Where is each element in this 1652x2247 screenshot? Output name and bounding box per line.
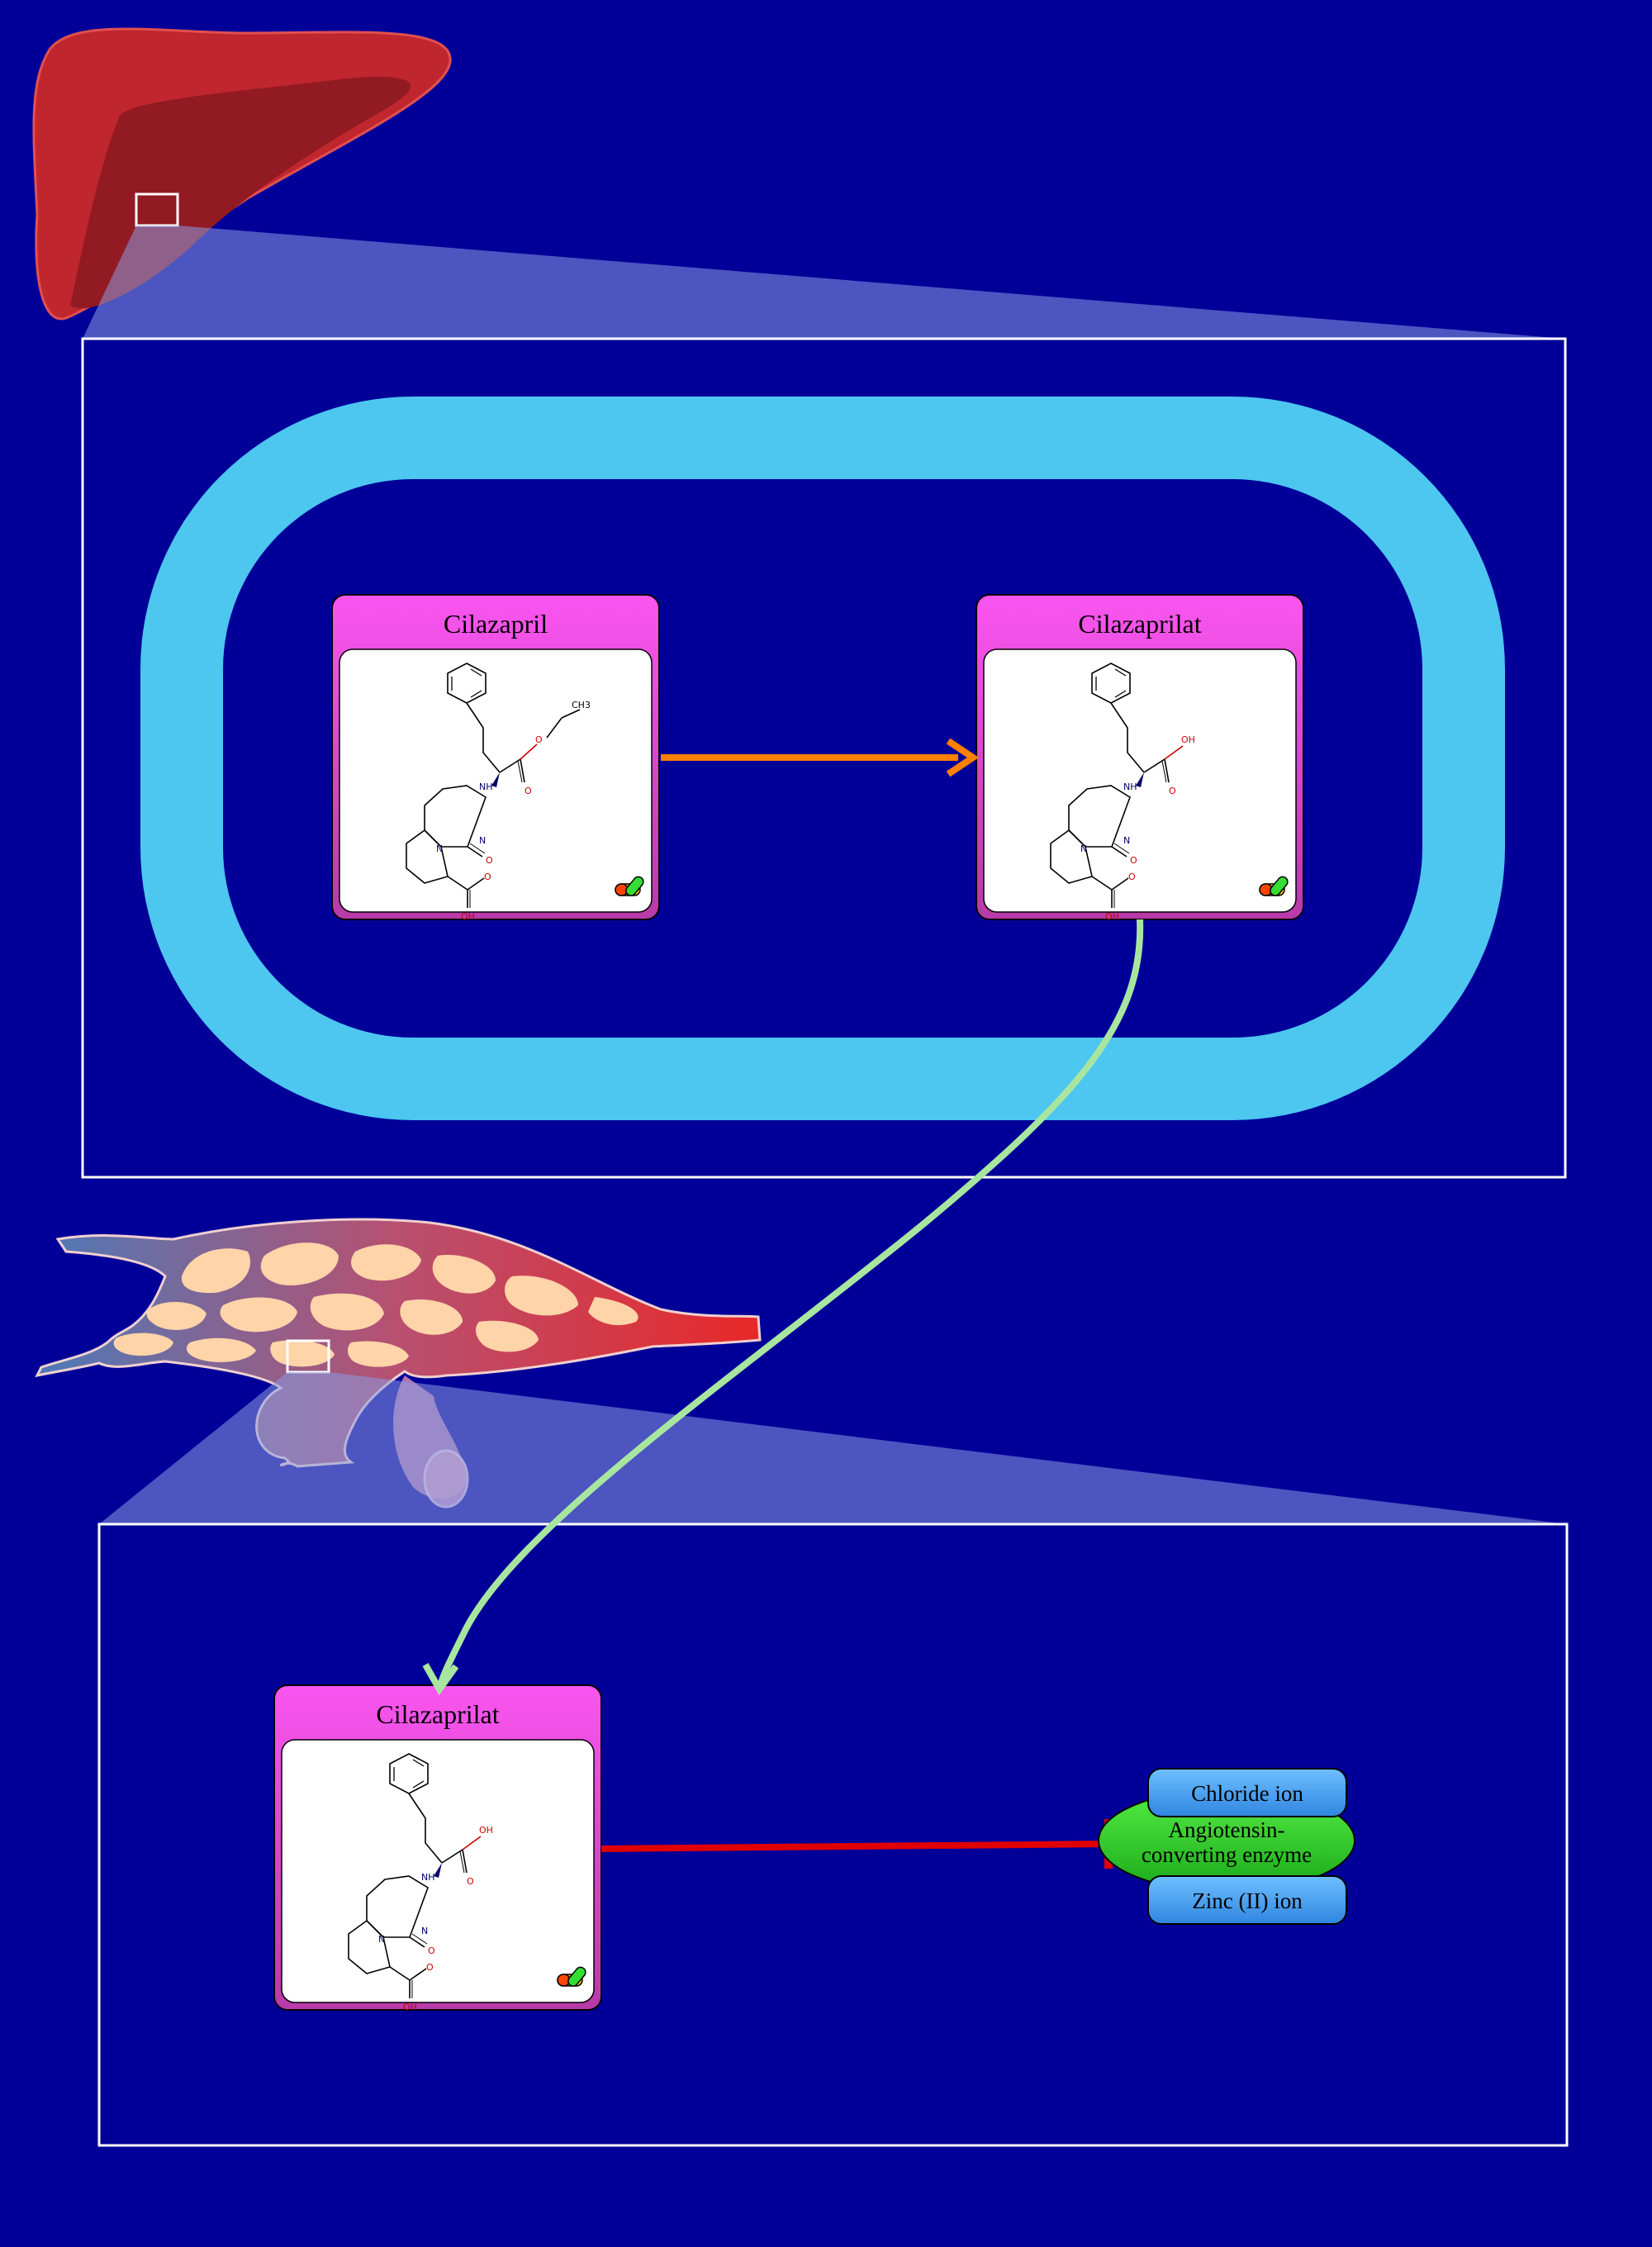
atom-label: O — [1128, 872, 1136, 882]
protein-name-line1: Angiotensin- — [1169, 1817, 1285, 1842]
atom-label: CH3 — [572, 700, 591, 710]
chloride-ion-label: Chloride ion — [1191, 1781, 1303, 1806]
compound-title: Cilazapril — [444, 609, 548, 639]
conversion-arrow — [661, 738, 980, 777]
atom-label: OH — [403, 2002, 417, 2012]
atom-label: N — [378, 1934, 385, 1945]
capillary-zoom-projection — [99, 1372, 1567, 1524]
molecule-structure: OH O NH N N O O OH — [348, 1753, 493, 2012]
atom-label: OH — [461, 911, 475, 922]
compound-card-cilazaprilat-liver[interactable]: Cilazaprilat OH O NH N N O O OH — [976, 594, 1304, 922]
chloride-ion-node[interactable] — [1147, 1768, 1347, 1817]
atom-label: O — [1169, 786, 1176, 796]
atom-label: O — [1130, 855, 1137, 866]
atom-label: O — [426, 1962, 434, 1973]
protein-name-line2: converting enzyme — [1142, 1842, 1312, 1867]
atom-label: OH — [479, 1825, 493, 1836]
atom-label: N — [421, 1926, 428, 1936]
atom-label: NH — [1123, 781, 1137, 792]
atom-label: N — [1123, 835, 1130, 846]
atom-label: N — [436, 843, 443, 854]
zinc-ion-node[interactable] — [1147, 1875, 1347, 1925]
atom-label: NH — [479, 781, 493, 792]
atom-label: O — [525, 786, 532, 796]
compound-title: Cilazaprilat — [376, 1699, 499, 1729]
compound-card-cilazapril[interactable]: Cilazapril O CH3 O NH N N O O OH — [331, 594, 660, 922]
atom-label: O — [535, 734, 543, 745]
atom-label: O — [486, 855, 493, 866]
atom-label: OH — [1181, 734, 1195, 745]
compound-title: Cilazaprilat — [1078, 609, 1201, 639]
atom-label: N — [479, 835, 486, 846]
atom-label: O — [428, 1945, 435, 1956]
compound-card-cilazaprilat-blood[interactable]: Cilazaprilat OH O NH N N O O OH — [273, 1684, 602, 2012]
zinc-ion-label: Zinc (II) ion — [1192, 1888, 1303, 1913]
atom-label: O — [484, 872, 491, 882]
atom-label: OH — [1105, 911, 1119, 922]
liver-zoom-projection — [83, 226, 1565, 339]
transport-arrow — [422, 919, 1144, 1696]
molecule-structure: O CH3 O NH N N O O OH — [406, 663, 591, 922]
atom-label: NH — [421, 1872, 435, 1883]
atom-label: O — [467, 1876, 474, 1887]
molecule-structure: OH O NH N N O O OH — [1050, 663, 1195, 922]
atom-label: N — [1080, 843, 1087, 854]
ace-enzyme-complex[interactable]: Angiotensin- converting enzyme Chloride … — [1098, 1768, 1355, 1925]
